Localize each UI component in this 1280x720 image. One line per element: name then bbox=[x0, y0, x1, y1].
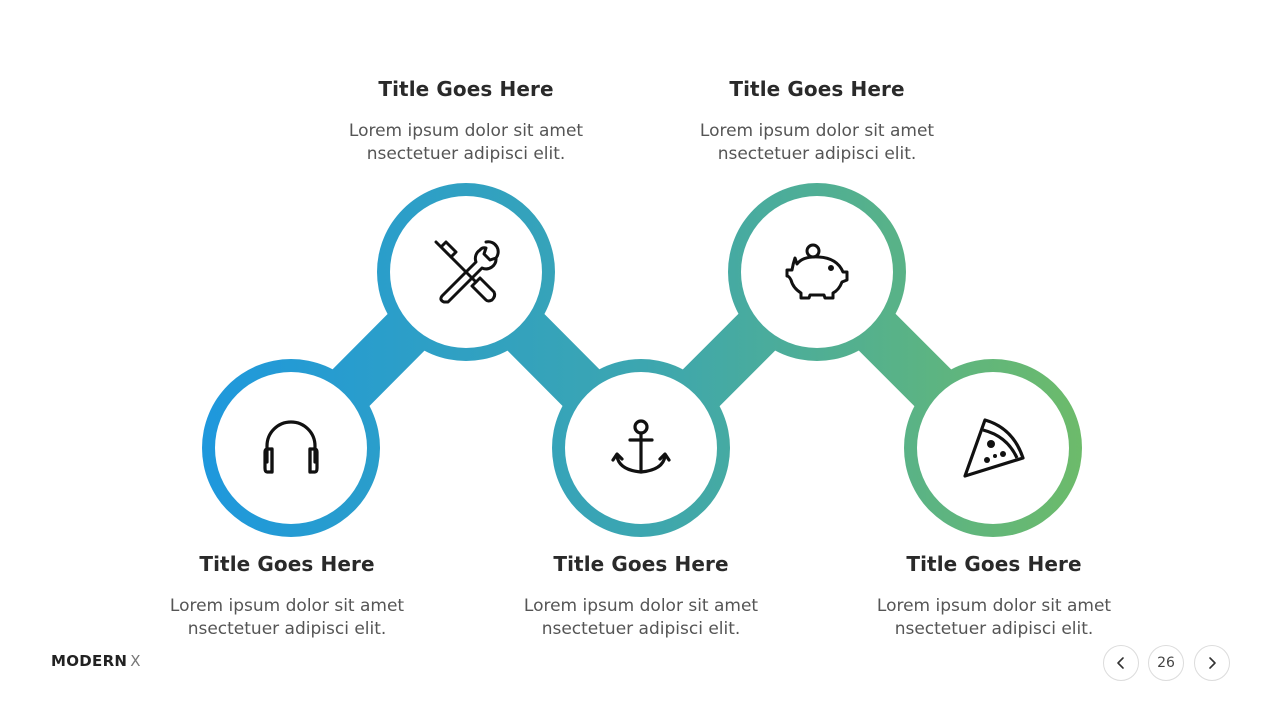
chevron-right-icon bbox=[1209, 657, 1216, 669]
step-5-text: Title Goes Here Lorem ipsum dolor sit am… bbox=[844, 552, 1144, 641]
step-2-desc-line2: nsectetuer adipisci elit. bbox=[366, 144, 566, 164]
step-4-desc-line2: nsectetuer adipisci elit. bbox=[717, 144, 917, 164]
anchor-icon bbox=[611, 419, 671, 474]
step-1-title: Title Goes Here bbox=[199, 552, 375, 576]
step-3-text: Title Goes Here Lorem ipsum dolor sit am… bbox=[491, 552, 791, 641]
step-1-desc-line2: nsectetuer adipisci elit. bbox=[187, 619, 387, 639]
step-4-title: Title Goes Here bbox=[729, 77, 905, 101]
step-3-title: Title Goes Here bbox=[553, 552, 729, 576]
tools-icon bbox=[434, 240, 500, 304]
next-slide-button[interactable] bbox=[1194, 645, 1230, 681]
step-1-desc: Lorem ipsum dolor sit amet nsectetuer ad… bbox=[137, 595, 437, 641]
step-5-desc-line2: nsectetuer adipisci elit. bbox=[894, 619, 1094, 639]
brand-bold: MODERN bbox=[51, 652, 128, 670]
chevron-left-icon bbox=[1117, 657, 1124, 669]
step-4-desc-line1: Lorem ipsum dolor sit amet bbox=[699, 121, 935, 141]
page-number: 26 bbox=[1148, 645, 1184, 681]
prev-slide-button[interactable] bbox=[1103, 645, 1139, 681]
step-4-desc: Lorem ipsum dolor sit amet nsectetuer ad… bbox=[667, 120, 967, 166]
step-5-desc: Lorem ipsum dolor sit amet nsectetuer ad… bbox=[844, 595, 1144, 641]
step-2-desc: Lorem ipsum dolor sit amet nsectetuer ad… bbox=[316, 120, 616, 166]
step-3-desc-line1: Lorem ipsum dolor sit amet bbox=[523, 596, 759, 616]
headphones-icon bbox=[263, 420, 319, 474]
step-2-desc-line1: Lorem ipsum dolor sit amet bbox=[348, 121, 584, 141]
step-3-desc: Lorem ipsum dolor sit amet nsectetuer ad… bbox=[491, 595, 791, 641]
step-1-desc-line1: Lorem ipsum dolor sit amet bbox=[169, 596, 405, 616]
pizza-slice-icon bbox=[963, 418, 1025, 478]
step-5-desc-line1: Lorem ipsum dolor sit amet bbox=[876, 596, 1112, 616]
step-5-title: Title Goes Here bbox=[906, 552, 1082, 576]
brand-light: X bbox=[130, 652, 141, 670]
step-3-desc-line2: nsectetuer adipisci elit. bbox=[541, 619, 741, 639]
step-4-text: Title Goes Here Lorem ipsum dolor sit am… bbox=[667, 77, 967, 166]
step-2-title: Title Goes Here bbox=[378, 77, 554, 101]
step-2-text: Title Goes Here Lorem ipsum dolor sit am… bbox=[316, 77, 616, 166]
step-1-text: Title Goes Here Lorem ipsum dolor sit am… bbox=[137, 552, 437, 641]
piggy-bank-icon bbox=[785, 243, 849, 300]
